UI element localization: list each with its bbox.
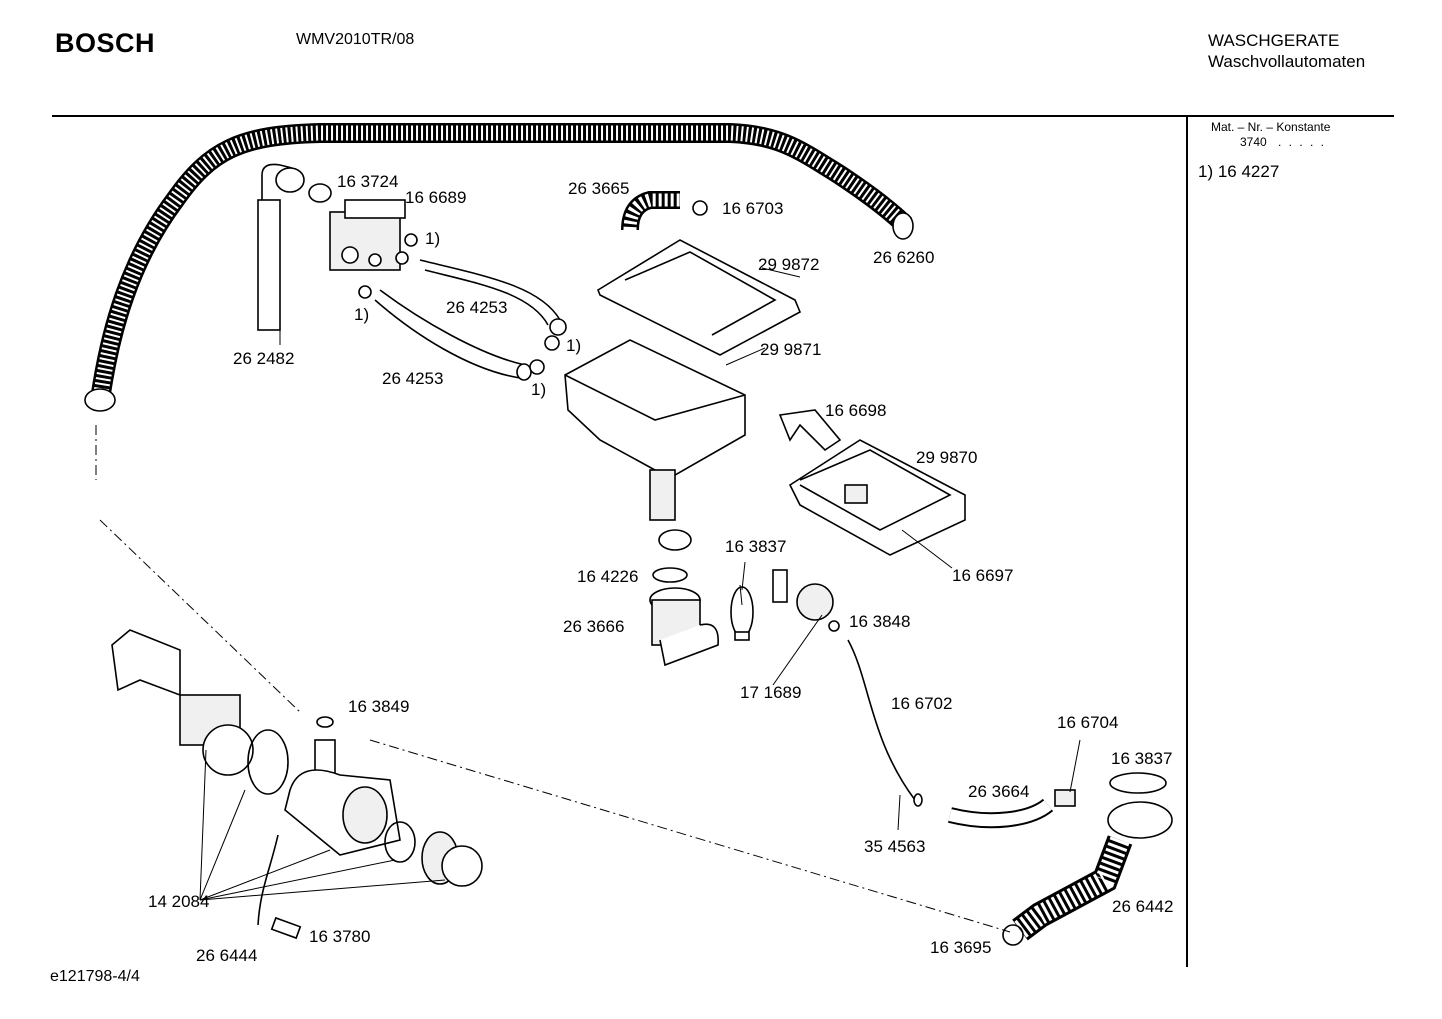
- part-label: 26 4253: [446, 298, 507, 317]
- part-label: 26 3666: [563, 617, 624, 636]
- footnote-mark: 1): [425, 229, 440, 248]
- dispenser-cover: [597, 239, 802, 356]
- drain-bellows: [1012, 801, 1173, 941]
- model-number: WMV2010TR/08: [296, 31, 415, 48]
- hose-end: [549, 318, 567, 336]
- pressure-switch: [796, 583, 834, 621]
- sump-hose: [649, 587, 719, 667]
- hose-upper: [419, 259, 561, 326]
- filter-seal: [384, 821, 416, 863]
- hose-clamp: [316, 716, 334, 728]
- part-label: 26 3665: [568, 179, 629, 198]
- part-label: 16 3724: [337, 172, 398, 191]
- part-label: 16 6689: [405, 188, 466, 207]
- inlet-valve: [329, 199, 418, 299]
- bracket: [772, 569, 788, 603]
- footnote-mark: 1): [531, 380, 546, 399]
- footnote: 1) 16 4227: [1198, 162, 1280, 181]
- pressure-clip: [828, 620, 840, 632]
- part-label: 16 3849: [348, 697, 409, 716]
- drain-filter: [421, 831, 483, 887]
- category-title: WASCHGERATE: [1208, 31, 1340, 50]
- dispenser-housing: [564, 339, 746, 521]
- part-label: 26 6260: [873, 248, 934, 267]
- part-label: 29 9870: [916, 448, 977, 467]
- document-id: e121798-4/4: [50, 968, 140, 985]
- drain-clamp: [1002, 924, 1024, 946]
- inlet-connector: [257, 163, 332, 331]
- hose-spring: [1054, 789, 1076, 807]
- part-label: 29 9872: [758, 255, 819, 274]
- part-label: 16 3837: [1111, 749, 1172, 768]
- elbow-hose: [621, 191, 708, 231]
- part-label: 16 6698: [825, 401, 886, 420]
- o-ring: [730, 586, 754, 638]
- part-label: 29 9871: [760, 340, 821, 359]
- clamp-small: [734, 631, 750, 641]
- part-label: 26 3664: [968, 782, 1029, 801]
- clamp-ring: [1109, 772, 1167, 794]
- side-panel-divider: [1186, 117, 1188, 967]
- part-label: 16 3837: [725, 537, 786, 556]
- part-label: 16 6702: [891, 694, 952, 713]
- part-label: 26 6442: [1112, 897, 1173, 916]
- hose-clamp: [529, 359, 545, 375]
- part-label: 16 3848: [849, 612, 910, 631]
- part-label: 16 4226: [577, 567, 638, 586]
- mat-number-value: 3740: [1240, 135, 1267, 149]
- hose-lower: [374, 289, 526, 379]
- category-subtitle: Waschvollautomaten: [1208, 52, 1366, 71]
- clamp: [652, 567, 688, 583]
- part-label: 26 4253: [382, 369, 443, 388]
- part-label: 16 6704: [1057, 713, 1118, 732]
- mat-number-dots: . . . . .: [1278, 135, 1327, 149]
- header-divider: [52, 115, 1394, 117]
- pump-seal: [247, 729, 289, 795]
- wire: [257, 834, 279, 926]
- clip: [270, 916, 302, 940]
- detergent-drawer: [788, 439, 966, 556]
- pressure-tube: [847, 639, 916, 801]
- part-label: 35 4563: [864, 837, 925, 856]
- footnote-mark: 1): [354, 305, 369, 324]
- part-label: 16 6697: [952, 566, 1013, 585]
- pump-cover: [111, 629, 181, 697]
- assembly-line: [369, 739, 1011, 933]
- leader-lines: [199, 267, 1081, 901]
- drain-pump: [179, 694, 254, 776]
- pump-housing: [284, 739, 401, 856]
- drain-hose: [84, 123, 914, 412]
- part-label: 16 3780: [309, 927, 370, 946]
- part-label: 16 3695: [930, 938, 991, 957]
- hose-end: [516, 363, 532, 381]
- tube-clip: [913, 793, 923, 807]
- mat-number-label: Mat. – Nr. – Konstante: [1211, 120, 1331, 134]
- assembly-line: [95, 425, 301, 713]
- brand-logo: BOSCH: [55, 28, 156, 58]
- part-label: 14 2084: [148, 892, 209, 911]
- hose-clamp: [544, 335, 560, 351]
- drawer-bracket: [778, 409, 842, 452]
- part-label: 17 1689: [740, 683, 801, 702]
- part-label: 26 6444: [196, 946, 257, 965]
- part-label: 16 6703: [722, 199, 783, 218]
- ring: [658, 529, 692, 551]
- part-label: 26 2482: [233, 349, 294, 368]
- footnote-mark: 1): [566, 336, 581, 355]
